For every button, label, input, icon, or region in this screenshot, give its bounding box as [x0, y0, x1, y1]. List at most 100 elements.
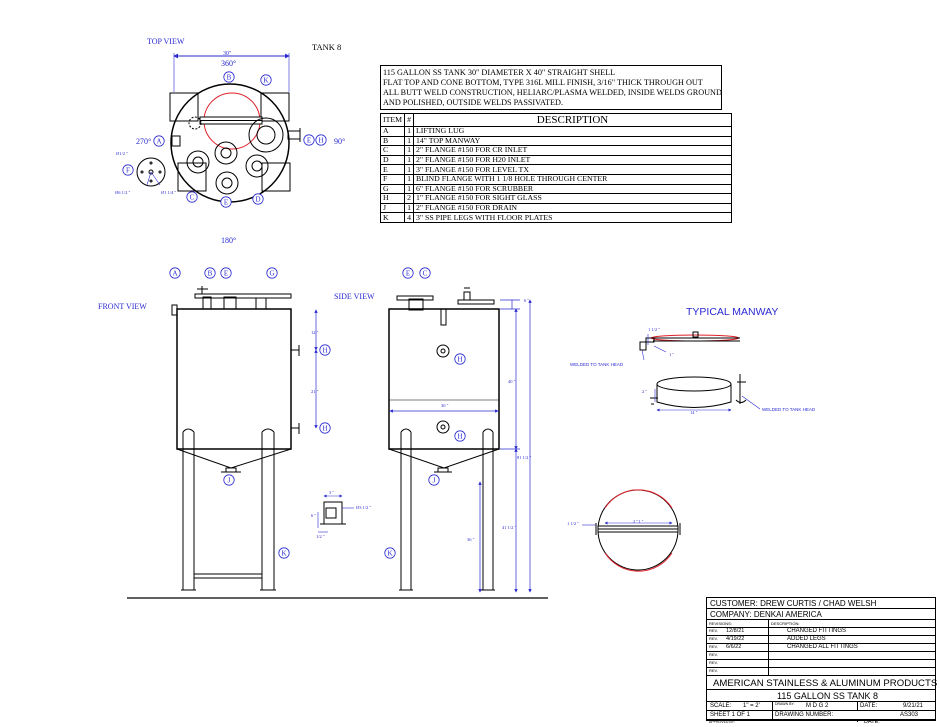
bom-header-row: ITEM # DESCRIPTION [379, 113, 732, 127]
angle-360: 360° [221, 59, 237, 68]
bom-qty: 1 [404, 164, 414, 175]
manway-dim-14: 14 " [690, 410, 698, 415]
manway-welded-2: WELDED TO TANK HEAD [762, 407, 816, 412]
side-dim-6: 6 " [524, 298, 530, 303]
bom-desc: 3" FLANGE #150 FOR LEVEL TX [412, 164, 732, 175]
tb-rev-row: REV. 12/8/21 CHANGED FITTINGS [707, 628, 935, 636]
tb-divider [768, 620, 769, 676]
bom-header-item: ITEM [379, 113, 406, 127]
side-dim-30: 30 " [441, 403, 449, 408]
manway-welded-1: WELDED TO TANK HEAD [570, 362, 624, 367]
flange-dim-2: Ø6 1/2 " [115, 190, 131, 195]
tb-company: COMPANY: DENKAI AMERICA [710, 610, 822, 619]
description-line: 115 GALLON SS TANK 30" DIAMETER X 40" ST… [383, 68, 616, 77]
side-dim-36: 36 " [467, 537, 475, 542]
tb-divider [857, 702, 858, 711]
bom-header-desc: DESCRIPTION [412, 113, 732, 127]
tb-company-name-row: AMERICAN STAINLESS & ALUMINUM PRODUCTS [707, 676, 938, 690]
manway-dim-1: 1 " [669, 352, 675, 357]
manway-dim-2: 2 " [642, 389, 648, 394]
front-dim-12: 12 " [311, 330, 319, 335]
tb-drawn-by-label: DRAWN BY: [775, 702, 795, 706]
tb-date: 9/21/21 [903, 703, 924, 709]
bom-item: J [379, 202, 406, 214]
flange-dim-1: Ø1/2 " [116, 151, 128, 156]
tb-rev-desc: CHANGED ALL FITTINGS [787, 644, 858, 650]
angle-90: 90° [334, 137, 346, 146]
front-view-drawing [171, 286, 318, 591]
bom-qty: 1 [404, 145, 414, 156]
bom-item: H [379, 193, 406, 204]
tb-scale-row: SCALE: 1" = 2' DRAWN BY: M D G 2 DATE: 9… [707, 702, 935, 711]
angle-180: 180° [221, 236, 237, 245]
tb-rev-label: REV. [709, 652, 718, 657]
bom-qty: 2 [404, 193, 414, 204]
lug-dim-6: 6 " [311, 513, 317, 518]
bom-item: G [379, 183, 406, 195]
tb-sheet-row: SHEET 1 OF 1 DRAWING NUMBER: AS303 [707, 711, 935, 720]
side-view-drawing [388, 287, 532, 593]
typical-manway-title: TYPICAL MANWAY [686, 306, 779, 318]
side-dim-81: 81 1/2 " [517, 455, 532, 460]
side-view-title: SIDE VIEW [334, 292, 375, 301]
tb-customer-row: CUSTOMER: DREW CURTIS / CHAD WELSH [707, 598, 935, 609]
tank-name: TANK 8 [312, 42, 342, 52]
manway-dim-top: 1 1/2 " [648, 327, 661, 332]
tb-rev-header: REVISIONS: [709, 621, 732, 626]
bom-qty: 1 [404, 154, 414, 166]
side-dim-41: 41 1/2 " [502, 525, 517, 530]
bom-header-qty: # [404, 113, 414, 127]
top-dim-width: 30" [223, 51, 232, 57]
tb-drawn-by: M D G 2 [806, 703, 829, 709]
tb-rev-row: REV. 4/19/22 ADDED LEGS [707, 636, 935, 644]
bom-qty: 4 [404, 212, 414, 223]
lug-dim-hole: Ø3 1/2 " [356, 505, 372, 510]
tb-rev-label: REV. [709, 628, 718, 633]
tb-rev-date: 4/19/22 [726, 636, 745, 642]
manway-dim-bottom-width: 2 "1 " [633, 519, 644, 524]
bom-desc: 2" FLANGE #150 FOR DRAIN [412, 202, 732, 214]
tb-date-label-2: DATE: [864, 719, 880, 725]
tb-rev-label: REV. [709, 636, 718, 641]
front-view-title: FRONT VIEW [98, 302, 147, 311]
bom-item: A [379, 126, 406, 137]
bom-qty: 1 [404, 183, 414, 195]
bom-qty: 1 [404, 202, 414, 214]
bom-item: C [379, 145, 406, 156]
tb-scale-label: SCALE: [710, 703, 732, 709]
tb-drawing-title: 115 GALLON SS TANK 8 [777, 691, 879, 701]
tb-company-row: COMPANY: DENKAI AMERICA [707, 609, 935, 620]
tb-rev-date: 12/8/21 [726, 628, 745, 634]
bom-qty: 1 [404, 173, 414, 185]
bom-qty: 1 [404, 126, 414, 137]
top-view-title: TOP VIEW [147, 37, 185, 46]
tb-customer: CUSTOMER: DREW CURTIS / CHAD WELSH [710, 599, 877, 608]
description-line: ALL BUTT WELD CONSTRUCTION, HELIARC/PLAS… [383, 88, 722, 97]
tb-rev-desc: CHANGED FITTINGS [787, 628, 847, 634]
bom-desc: 2" FLANGE #150 FOR H20 INLET [412, 154, 732, 166]
tb-drawing-number-label: DRAWING NUMBER: [775, 712, 834, 718]
bom-item: D [379, 154, 406, 166]
manway-dim-bottom-left: 1 1/2 " [567, 521, 580, 526]
tb-rev-row: REV. [707, 668, 935, 676]
tb-drawing-number: AS303 [900, 712, 919, 718]
tb-divider [857, 720, 858, 722]
flange-dim-3: Ø1 1/4 " [161, 190, 177, 195]
tb-desc-header: DESCRIPTION: [771, 621, 800, 626]
tb-rev-row: REV. [707, 652, 935, 660]
bom-desc: 6" FLANGE #150 FOR SCRUBBER [412, 183, 732, 195]
tb-company-name: AMERICAN STAINLESS & ALUMINUM PRODUCTS [713, 678, 938, 689]
tb-rev-date: 6/6/22 [726, 644, 742, 650]
tb-rev-desc: ADDED LEGS [787, 636, 826, 642]
tb-scale-value: 1" = 2' [743, 703, 760, 709]
